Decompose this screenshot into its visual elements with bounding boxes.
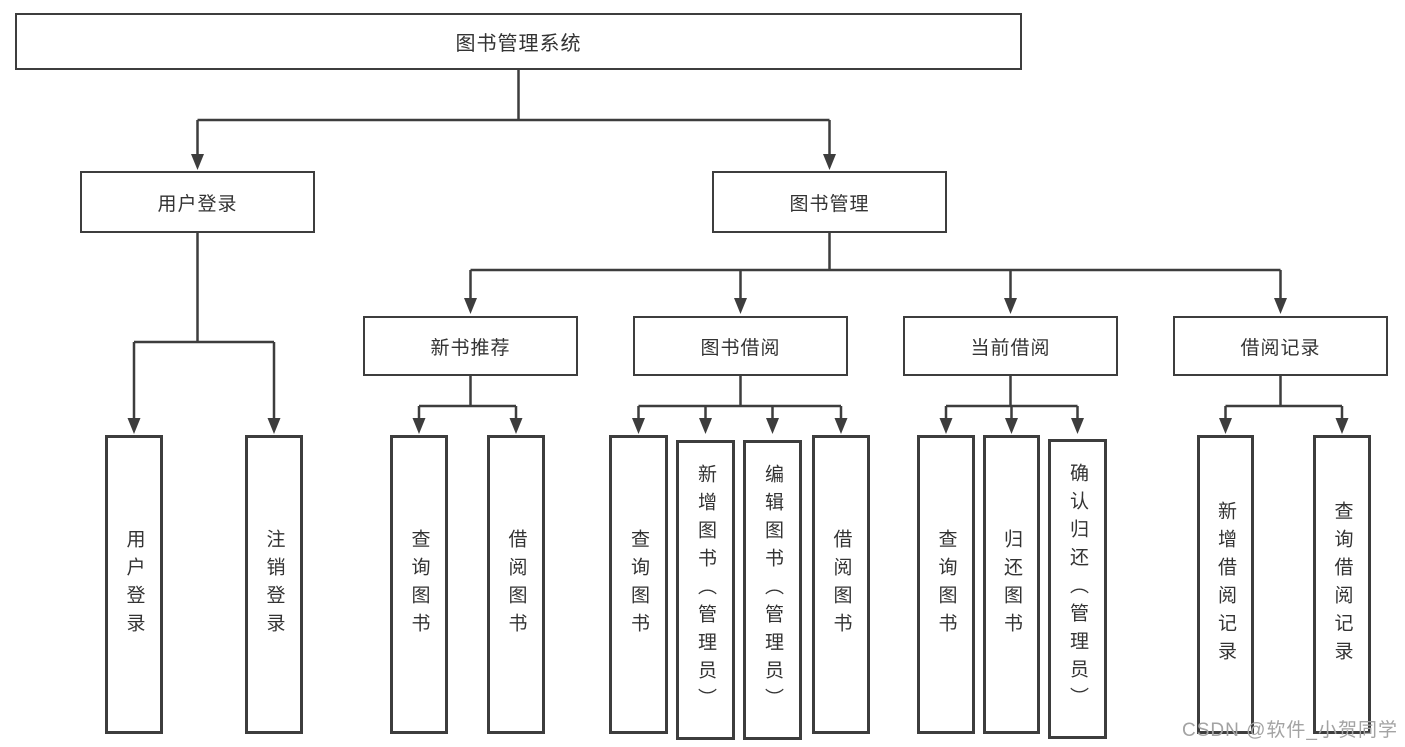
node-label: 归还图书 <box>1001 528 1022 641</box>
node-label: 借阅图书 <box>505 528 527 641</box>
node-label: 用户登录 <box>157 193 238 215</box>
node-book-management: 图书管理 <box>712 171 947 233</box>
leaf-query-books-current: 查询图书 <box>917 435 975 734</box>
leaf-confirm-return-admin: 确认归还（管理员） <box>1048 439 1107 739</box>
leaf-add-book-admin: 新增图书（管理员） <box>676 440 735 740</box>
node-label: 注销登录 <box>263 528 285 641</box>
leaf-logout: 注销登录 <box>245 435 303 734</box>
connector-shafts <box>132 70 1344 420</box>
node-label: 查询图书 <box>408 528 430 641</box>
node-label: 新增借阅记录 <box>1215 500 1236 669</box>
node-label: 新增图书（管理员） <box>695 464 716 716</box>
node-user-login: 用户登录 <box>80 171 315 233</box>
node-label: 当前借阅 <box>970 337 1051 359</box>
node-system-root: 图书管理系统 <box>15 13 1022 70</box>
node-borrow-record: 借阅记录 <box>1173 316 1388 376</box>
node-label: 查询借阅记录 <box>1331 500 1353 669</box>
leaf-user-login: 用户登录 <box>105 435 163 734</box>
node-label: 确认归还（管理员） <box>1067 463 1088 715</box>
leaf-query-borrow-record: 查询借阅记录 <box>1313 435 1371 734</box>
leaf-add-borrow-record: 新增借阅记录 <box>1197 435 1254 734</box>
leaf-return-book: 归还图书 <box>983 435 1040 734</box>
node-label: 编辑图书（管理员） <box>762 464 783 716</box>
leaf-query-books-recommend: 查询图书 <box>390 435 448 734</box>
leaf-borrow-books: 借阅图书 <box>812 435 870 734</box>
node-label: 图书管理系统 <box>455 33 582 55</box>
node-label: 图书借阅 <box>700 337 781 359</box>
node-book-borrow: 图书借阅 <box>633 316 848 376</box>
watermark: CSDN @软件_小贺同学 <box>1182 720 1398 741</box>
leaf-borrow-books-recommend: 借阅图书 <box>487 435 545 734</box>
node-current-borrow: 当前借阅 <box>903 316 1118 376</box>
node-label: 借阅记录 <box>1240 337 1321 359</box>
node-label: 借阅图书 <box>830 528 852 641</box>
node-new-book-recommend: 新书推荐 <box>363 316 578 376</box>
node-label: 用户登录 <box>123 528 145 641</box>
node-label: 图书管理 <box>789 193 870 215</box>
node-label: 查询图书 <box>935 528 957 641</box>
leaf-edit-book-admin: 编辑图书（管理员） <box>743 440 802 740</box>
leaf-query-books-borrow: 查询图书 <box>609 435 668 734</box>
node-label: 查询图书 <box>628 528 649 641</box>
node-label: 新书推荐 <box>430 337 511 359</box>
